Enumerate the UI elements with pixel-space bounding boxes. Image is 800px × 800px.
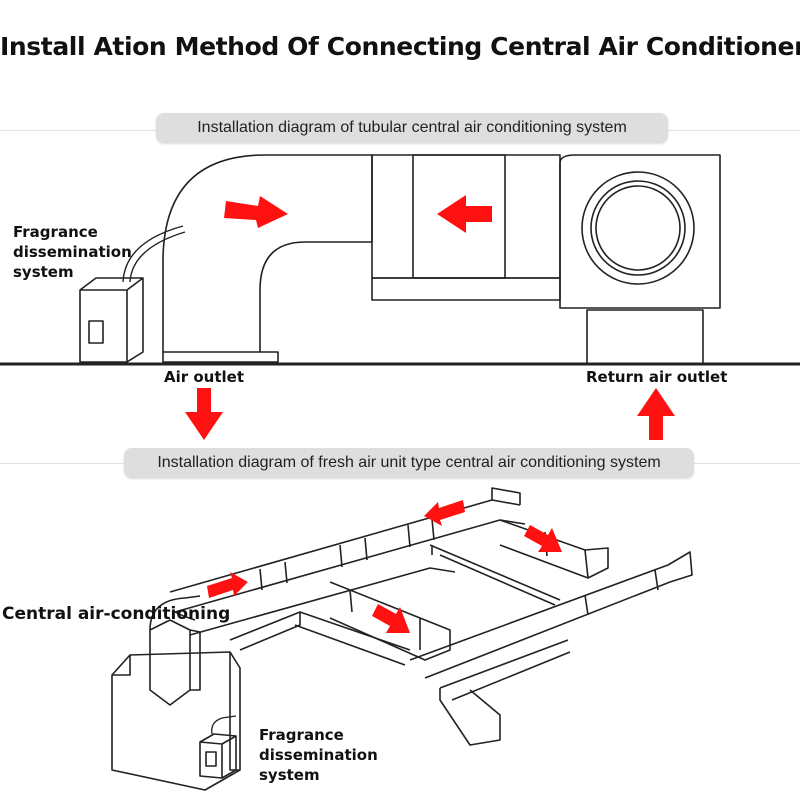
ac-unit-top xyxy=(112,652,240,771)
airflow-arrow-coil xyxy=(437,195,492,233)
label-fragrance-top: Fragrance dissemination system xyxy=(13,222,132,282)
fragrance-machine-top xyxy=(79,277,144,363)
label-central-ac: Central air-conditioning xyxy=(2,604,231,624)
coil-box-bottom xyxy=(371,277,561,301)
long-right-joints xyxy=(584,569,659,616)
right-branch-duct xyxy=(499,519,609,579)
fragrance-tube-top xyxy=(122,225,186,283)
label-fragrance-top-line1: Fragrance xyxy=(13,223,98,241)
airflow-arrow-bottom-1 xyxy=(207,572,248,598)
label-fragrance-bottom-line1: Fragrance xyxy=(259,726,344,744)
lower-left-duct xyxy=(229,611,301,651)
air-outlet-arrow xyxy=(185,388,223,440)
ac-riser xyxy=(189,629,201,691)
fan-middle xyxy=(590,180,686,276)
fragrance-machine-display xyxy=(88,320,104,344)
label-return-air-outlet: Return air outlet xyxy=(586,368,728,386)
label-air-outlet: Air outlet xyxy=(164,368,245,386)
main-duct-side xyxy=(491,487,521,505)
ac-elbow xyxy=(149,595,201,631)
label-fragrance-bottom-line2: dissemination xyxy=(259,746,378,764)
page-title: Install Ation Method Of Connecting Centr… xyxy=(0,32,800,61)
long-right-duct xyxy=(409,551,693,679)
label-fragrance-bottom: Fragrance dissemination system xyxy=(259,725,378,785)
fragrance-machine-bottom-display xyxy=(205,751,217,767)
main-duct-bottom xyxy=(189,567,456,636)
fragrance-tube-bottom xyxy=(211,715,237,735)
section-label-tubular: Installation diagram of tubular central … xyxy=(156,113,668,143)
duct-joints-top xyxy=(259,518,435,591)
fan-inner xyxy=(595,185,681,271)
section-label-fresh-air: Installation diagram of fresh air unit t… xyxy=(124,448,694,478)
ac-unit-fan-box xyxy=(149,619,191,706)
inner-frame xyxy=(294,544,561,666)
elbow-duct-base xyxy=(162,351,279,363)
label-fragrance-bottom-line3: system xyxy=(259,766,320,784)
fan-housing xyxy=(559,154,721,309)
middle-branch-duct xyxy=(329,581,451,661)
elbow-duct xyxy=(162,154,373,352)
airflow-arrow-elbow xyxy=(224,196,288,228)
middle-branch-joints xyxy=(349,589,421,650)
return-air-arrow xyxy=(637,388,675,440)
fan-stand xyxy=(586,309,704,365)
ac-unit-body xyxy=(111,651,241,791)
fan-outer xyxy=(581,171,695,285)
airflow-arrow-bottom-4 xyxy=(372,604,410,633)
label-fragrance-top-line2: dissemination xyxy=(13,243,132,261)
main-duct-back xyxy=(169,499,521,593)
airflow-arrow-bottom-3 xyxy=(524,525,562,552)
fragrance-machine-bottom xyxy=(199,733,237,779)
label-fragrance-top-line3: system xyxy=(13,263,74,281)
lower-return-duct xyxy=(439,639,571,746)
airflow-arrow-bottom-2 xyxy=(424,500,465,526)
